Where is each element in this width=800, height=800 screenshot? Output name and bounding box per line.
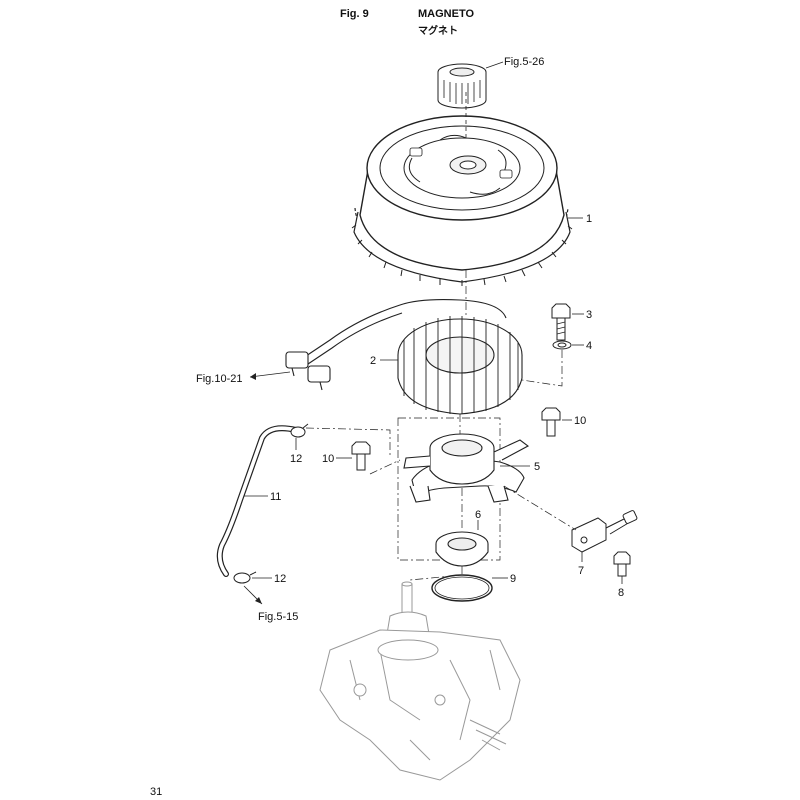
hose-clip-12-bottom [233, 571, 257, 584]
arrow-fig10-21 [249, 371, 291, 378]
figure-label: Fig. 9 [340, 8, 369, 20]
callout-9: 9 [510, 573, 516, 585]
arrow-head-fig5-15 [255, 597, 262, 604]
callout-6: 6 [475, 509, 481, 521]
callout-12-top: 12 [290, 453, 302, 465]
pulser-coil-part-7 [571, 510, 638, 553]
bolt-part-10-right [541, 407, 561, 437]
engine-block [319, 581, 521, 781]
leader-fig5-26 [485, 61, 504, 69]
bolt-part-3 [551, 303, 571, 341]
callout-5: 5 [534, 461, 540, 473]
page-title-japanese: マグネト [418, 26, 458, 37]
assembly-line-pulser [503, 485, 577, 531]
assembly-line-stator [521, 350, 563, 387]
page-title: MAGNETO [418, 8, 475, 20]
stator-harness [285, 299, 507, 391]
assembly-line-hose [305, 427, 391, 458]
bolt-part-8 [613, 551, 631, 577]
hose-clip-12-top [290, 423, 309, 438]
o-ring-part-9 [431, 574, 493, 602]
oil-seal-part-6 [435, 531, 489, 567]
assembly-line-left-bolt [369, 459, 401, 475]
callout-10-right: 10 [574, 415, 586, 427]
callout-4: 4 [586, 340, 592, 352]
ref-fig5-26: Fig.5-26 [504, 56, 544, 68]
ref-fig10-21: Fig.10-21 [196, 373, 242, 385]
callout-2: 2 [370, 355, 376, 367]
callout-11: 11 [270, 491, 281, 503]
stator-part [397, 316, 523, 415]
ref-fig5-15: Fig.5-15 [258, 611, 298, 623]
flywheel-part [351, 92, 573, 286]
arrow-head-fig10-21 [250, 373, 256, 380]
assembly-line-shaft [409, 488, 463, 581]
callout-7: 7 [578, 565, 584, 577]
page-number: 31 [150, 786, 163, 798]
callout-3: 3 [586, 309, 592, 321]
bolt-part-10-left [351, 441, 371, 471]
hose-part-11 [216, 425, 299, 577]
starter-cup-part [437, 63, 487, 109]
stator-base-part [397, 417, 530, 561]
callout-12-bottom: 12 [274, 573, 286, 585]
washer-part-4 [552, 340, 572, 350]
callout-8: 8 [618, 587, 624, 599]
callout-10-left: 10 [322, 453, 334, 465]
callout-1: 1 [586, 213, 592, 225]
